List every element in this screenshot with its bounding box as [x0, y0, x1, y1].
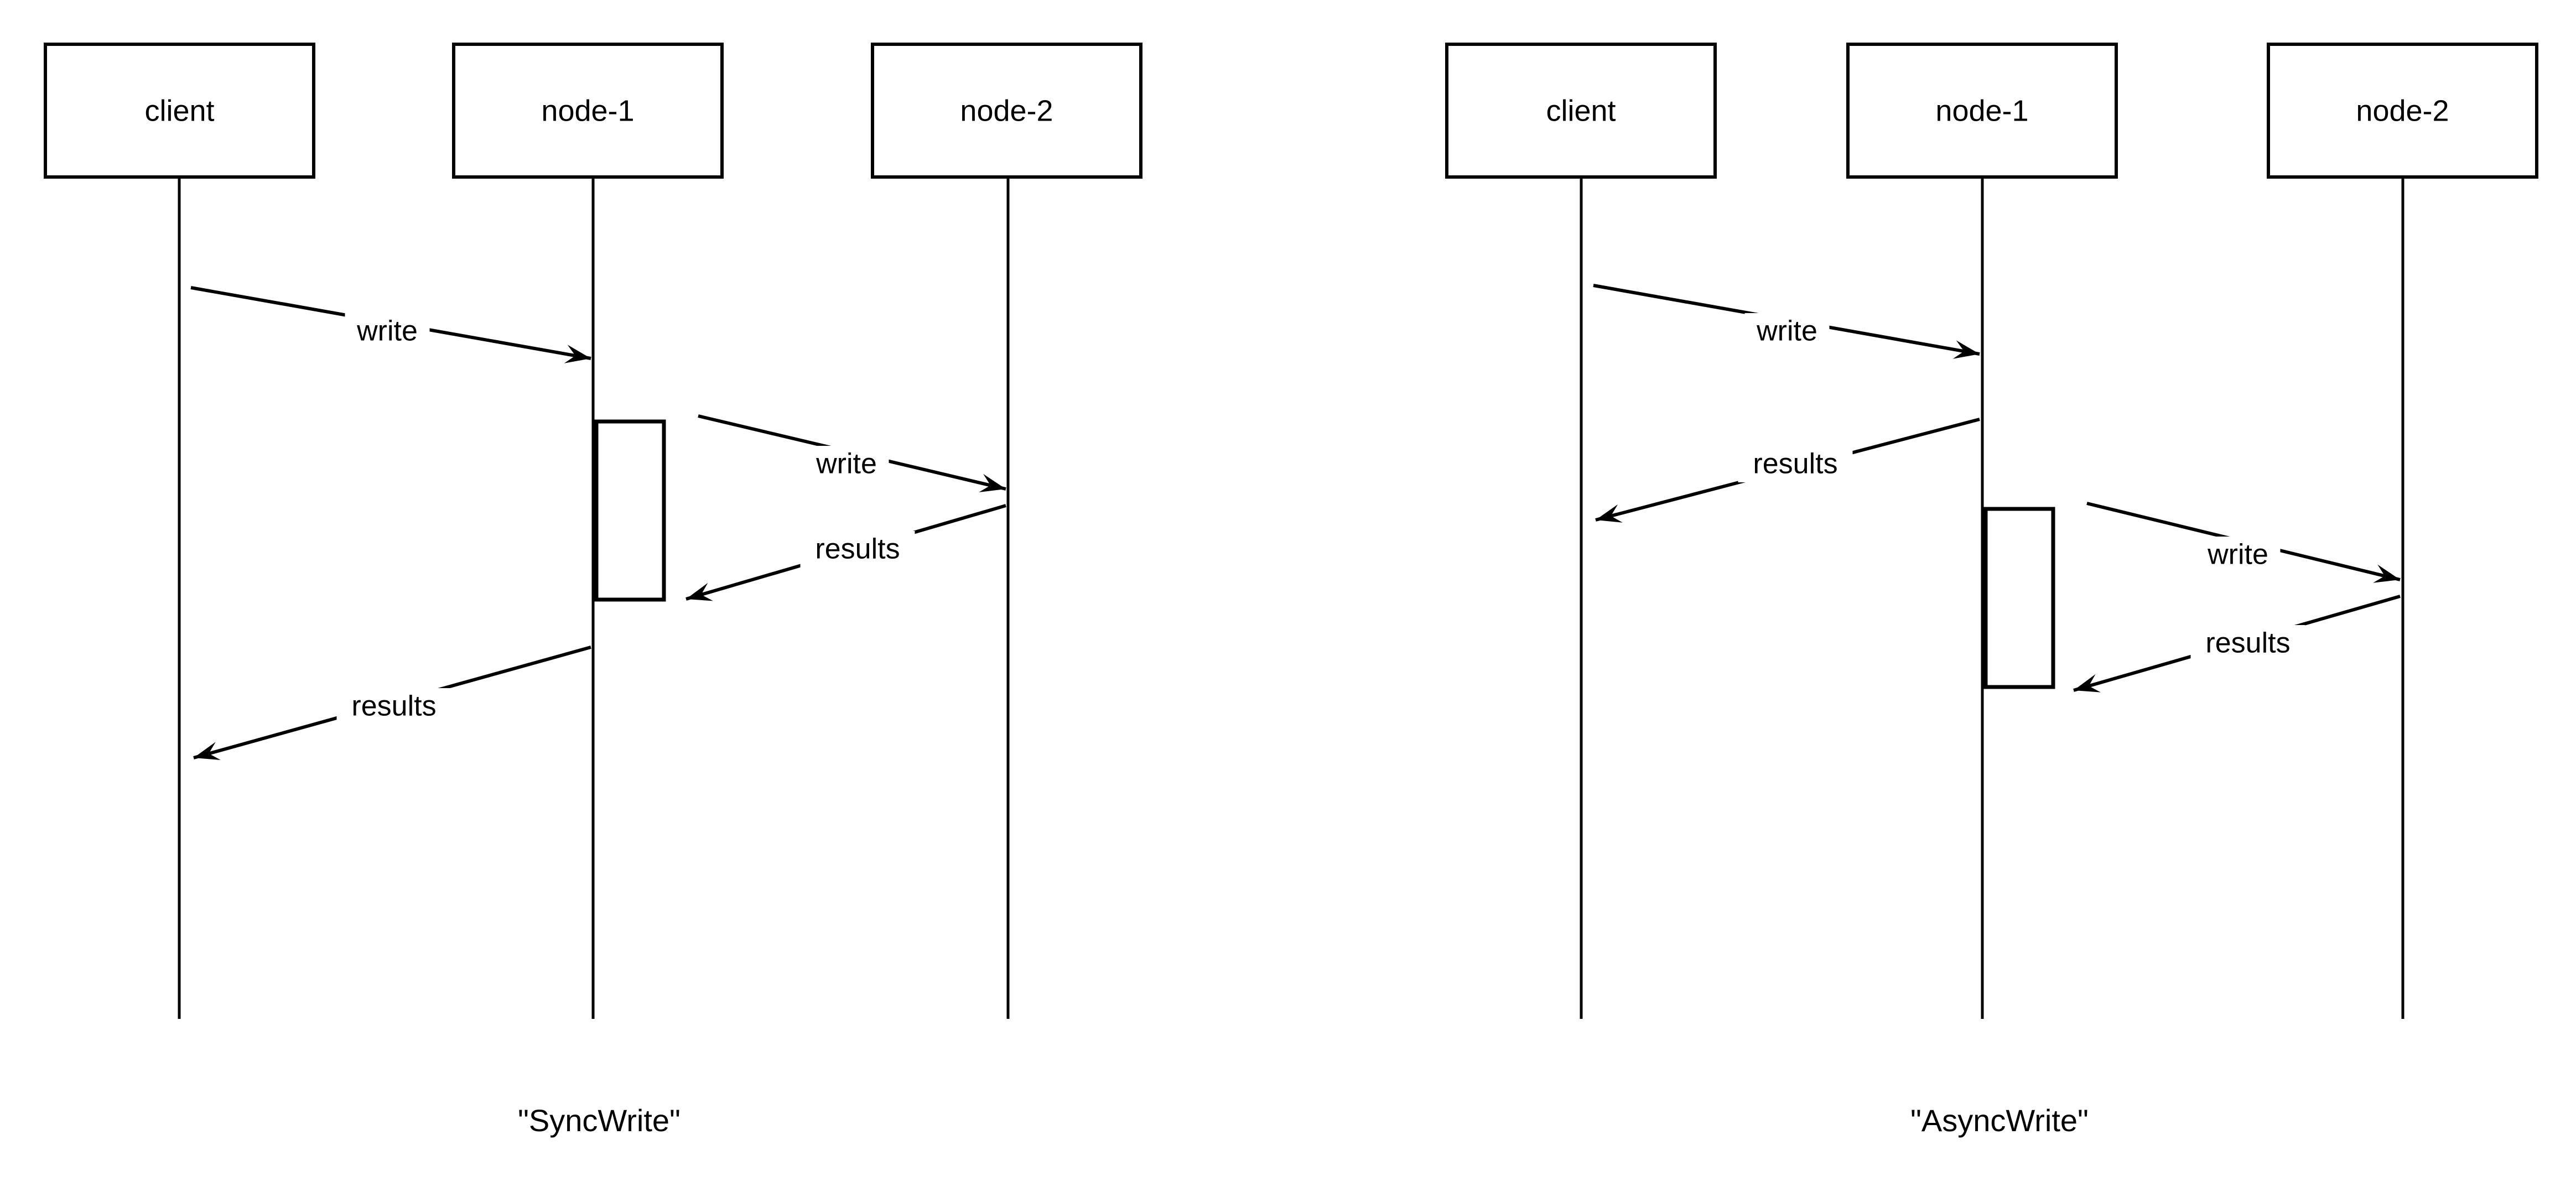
activation-box-node-1 [1983, 507, 2055, 689]
arrow-head-icon [2373, 564, 2400, 583]
participant-box-node-2[interactable] [2267, 43, 2538, 179]
message-client-write-node1: write [190, 286, 591, 363]
message-node2-results-node1: results [685, 504, 1006, 601]
message-node1-write-node2: write [2086, 502, 2401, 583]
message-node1-results-client: results [1595, 418, 1980, 523]
participant-node-1[interactable]: node-1 [452, 43, 724, 1019]
message-label-node2-results-node1: results [815, 533, 900, 565]
participant-label-client: client [1546, 94, 1616, 127]
participant-client[interactable]: client [1445, 43, 1717, 1019]
arrow-head-icon [686, 582, 713, 601]
sequence-panel-sync-write: client node-1 node-2 write write results resul… [44, 43, 1142, 1138]
participant-client[interactable]: client [44, 43, 315, 1019]
message-label-client-write-node1: write [356, 315, 418, 347]
arrow-head-icon [194, 742, 221, 761]
message-label-backdrop-client-write-node1 [1744, 313, 1830, 350]
panel-caption-sync-write: "SyncWrite" [518, 1103, 681, 1138]
message-label-backdrop-node2-results-node1 [2190, 625, 2305, 662]
participant-label-node-1: node-1 [541, 94, 634, 127]
arrow-head-icon [979, 473, 1006, 492]
participant-node-1[interactable]: node-1 [1846, 43, 2118, 1019]
participant-box-node-1[interactable] [452, 43, 724, 179]
participant-label-client: client [144, 94, 214, 127]
arrow-head-icon [2074, 674, 2101, 693]
participant-node-2[interactable]: node-2 [871, 43, 1142, 1019]
message-label-backdrop-client-write-node1 [345, 313, 430, 350]
participant-box-client[interactable] [44, 43, 315, 179]
message-node2-results-node1: results [2073, 595, 2401, 693]
participant-box-node-1[interactable] [1846, 43, 2118, 179]
arrow-head-icon [564, 345, 591, 363]
message-node1-results-client: results [193, 646, 591, 761]
message-label-backdrop-node1-write-node2 [804, 446, 889, 482]
message-node1-write-node2: write [698, 414, 1006, 492]
sequence-panel-async-write: client node-1 node-2 write results write resul… [1445, 43, 2538, 1138]
message-label-backdrop-node1-results-client [1738, 446, 1853, 482]
participant-box-node-2[interactable] [871, 43, 1142, 179]
participant-label-node-2: node-2 [960, 94, 1053, 127]
message-label-node1-write-node2: write [2207, 539, 2268, 571]
message-label-client-write-node1: write [1756, 315, 1817, 347]
message-client-write-node1: write [1593, 284, 1980, 359]
participant-box-client[interactable] [1445, 43, 1717, 179]
arrow-head-icon [1596, 504, 1623, 523]
participant-label-node-2: node-2 [2356, 94, 2449, 127]
message-label-node1-results-client: results [1753, 448, 1837, 480]
message-label-backdrop-node2-results-node1 [800, 531, 915, 568]
message-label-backdrop-node1-write-node2 [2195, 537, 2281, 573]
message-label-node1-results-client: results [351, 690, 436, 722]
activation-box-node-1 [594, 419, 666, 602]
participant-node-2[interactable]: node-2 [2267, 43, 2538, 1019]
participant-label-node-1: node-1 [1935, 94, 2028, 127]
panel-caption-async-write: "AsyncWrite" [1910, 1103, 2089, 1138]
message-label-backdrop-node1-results-client [336, 688, 451, 725]
arrow-head-icon [1952, 340, 1980, 359]
message-label-node1-write-node2: write [816, 448, 877, 480]
message-label-node2-results-node1: results [2205, 627, 2290, 659]
